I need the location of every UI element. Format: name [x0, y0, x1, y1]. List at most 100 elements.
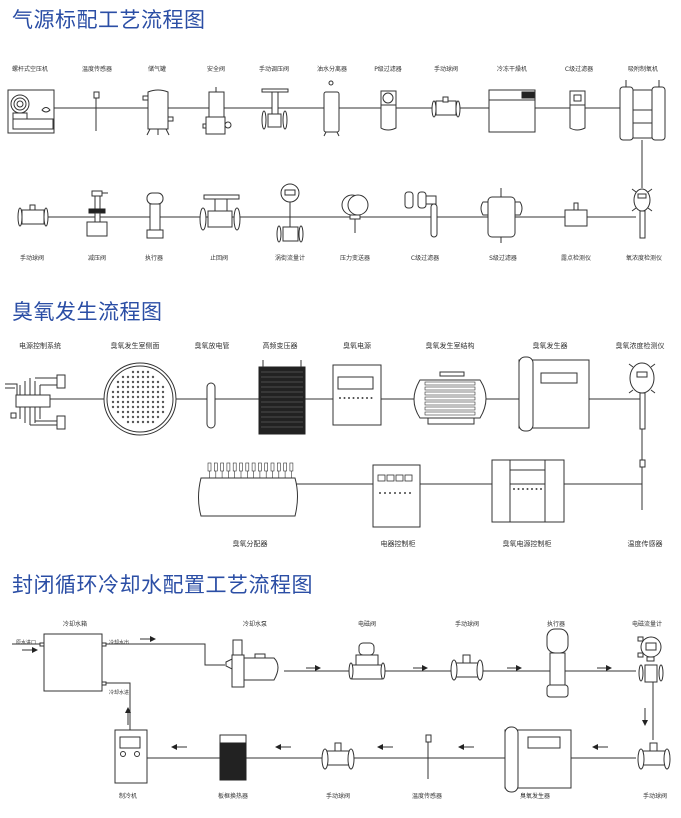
- tube-hole: [151, 380, 155, 384]
- label-s-filter: S级过滤器: [489, 255, 517, 262]
- c-filter-2-icon: [404, 191, 438, 238]
- tube-hole: [146, 390, 150, 394]
- chiller-icon: [114, 729, 148, 784]
- tube-hole: [141, 420, 145, 424]
- tube-hole: [116, 405, 120, 409]
- tube-hole: [121, 415, 125, 419]
- tube-hole: [126, 415, 130, 419]
- electrode-plate: [424, 396, 476, 401]
- tube-hole: [151, 375, 155, 379]
- tube-hole: [136, 395, 140, 399]
- temperature-sensor-icon: [93, 91, 100, 131]
- distributor-nozzle: [239, 462, 243, 472]
- pressure-reducing-valve-icon: [86, 190, 108, 237]
- tube-hole: [161, 390, 165, 394]
- cooling-pump-icon: [225, 639, 279, 688]
- tube-hole: [141, 405, 145, 409]
- label-ozone-chamber-structure: 臭氧发生室结构: [425, 342, 475, 350]
- indicator-dot: [389, 492, 391, 494]
- label-ozone-discharge-tube: 臭氧放电管: [194, 342, 230, 350]
- tube-hole: [151, 405, 155, 409]
- distributor-nozzle: [226, 462, 231, 472]
- indicator-dot: [399, 492, 401, 494]
- tube-hole: [141, 400, 145, 404]
- cooling-tank-icon: [39, 633, 107, 692]
- label-air-tank: 储气罐: [147, 66, 167, 73]
- tube-hole: [121, 405, 125, 409]
- distributor-nozzle: [283, 462, 287, 472]
- tube-hole: [121, 410, 125, 414]
- tube-hole: [131, 400, 135, 404]
- label-check-valve: 止回阀: [209, 255, 229, 262]
- indicator-dot: [513, 488, 515, 490]
- label-ozone-power: 臭氧电源: [343, 342, 371, 350]
- tube-hole: [131, 395, 135, 399]
- tube-hole: [146, 415, 150, 419]
- indicator-dot: [348, 397, 350, 399]
- tube-hole: [151, 390, 155, 394]
- tube-hole: [116, 400, 120, 404]
- electromagnetic-flowmeter-icon: [637, 636, 664, 740]
- label-raw-water-inlet: 原水进口: [16, 640, 37, 646]
- label-cooling-tank: 冷却水箱: [62, 621, 88, 628]
- distributor-nozzle: [220, 462, 224, 472]
- tube-hole: [131, 420, 135, 424]
- tube-hole: [141, 415, 145, 419]
- label-vortex-flowmeter: 涡街流量计: [274, 255, 306, 262]
- tube-hole: [111, 405, 115, 409]
- tube-hole: [131, 380, 135, 384]
- indicator-dot: [384, 492, 386, 494]
- tube-hole: [116, 380, 120, 384]
- indicator-dot: [379, 492, 381, 494]
- electrode-plate: [424, 411, 476, 416]
- tube-hole: [161, 385, 165, 389]
- tube-hole: [136, 405, 140, 409]
- tube-hole: [141, 385, 145, 389]
- cabinet-button: [404, 474, 413, 482]
- electrode-plate: [424, 381, 476, 386]
- label-oil-water-separator: 油水分离器: [316, 66, 348, 73]
- tube-hole: [156, 400, 160, 404]
- tube-hole: [136, 385, 140, 389]
- distributor-nozzle: [214, 462, 218, 472]
- tube-hole: [126, 410, 130, 414]
- distributor-nozzle: [264, 462, 269, 472]
- safety-valve-icon: [202, 87, 232, 135]
- tube-hole: [151, 385, 155, 389]
- tube-hole: [151, 415, 155, 419]
- label-ozone-generator-2: 臭氧发生器: [519, 793, 551, 800]
- tube-hole: [121, 395, 125, 399]
- electrical-cabinet-icon: [372, 464, 421, 528]
- tube-hole: [141, 390, 145, 394]
- label-p-filter: P级过滤器: [374, 66, 402, 73]
- label-manual-ball-valve: 手动球阀: [433, 66, 459, 73]
- tube-hole: [111, 395, 115, 399]
- manual-regulator-valve-icon: [261, 88, 289, 130]
- ozone-power-cabinet-icon: [491, 459, 565, 523]
- tube-hole: [141, 410, 145, 414]
- tube-hole: [126, 420, 130, 424]
- indicator-dot: [339, 397, 341, 399]
- label-manual-ball-valve-5: 手动球阀: [642, 793, 668, 800]
- label-c-filter: C级过滤器: [564, 66, 594, 73]
- tube-hole: [121, 380, 125, 384]
- tube-hole: [151, 400, 155, 404]
- tube-hole: [146, 375, 150, 379]
- air-tank-icon: [142, 89, 174, 136]
- electrode-plate: [424, 386, 476, 391]
- label-manual-ball-valve-4: 手动球阀: [325, 793, 351, 800]
- manual-ball-valve-4-icon: [321, 742, 355, 770]
- tube-hole: [161, 400, 165, 404]
- distributor-nozzle: [251, 462, 256, 472]
- check-valve-icon: [199, 194, 241, 231]
- tube-hole: [111, 400, 115, 404]
- label-screw-compressor: 螺杆式空压机: [11, 66, 49, 73]
- p-filter-icon: [380, 90, 397, 131]
- distributor-nozzle: [289, 462, 294, 472]
- indicator-dot: [522, 488, 524, 490]
- freeze-dryer-icon: [488, 89, 536, 133]
- distributor-nozzle: [207, 462, 212, 472]
- label-pressure-transmitter: 压力变送器: [339, 255, 371, 262]
- tube-hole: [126, 375, 130, 379]
- tube-hole: [131, 370, 135, 374]
